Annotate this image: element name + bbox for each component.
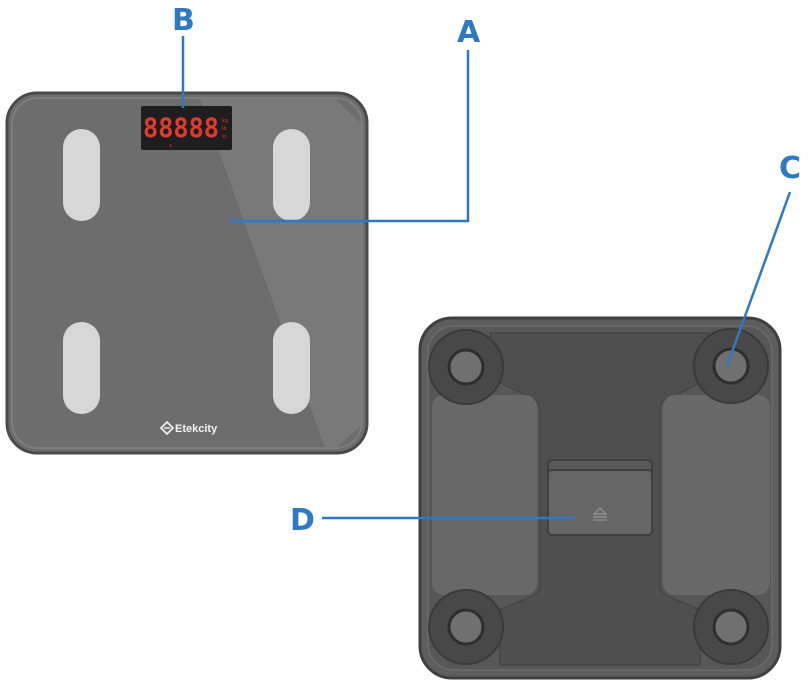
lcd-digits: 88888 (143, 113, 219, 144)
callout-b-letter: B (172, 3, 195, 38)
callout-a: A (230, 15, 481, 223)
callout-a-letter: A (457, 15, 481, 50)
battery-cover (547, 469, 653, 536)
scale-front: 88888 kg lb st x Etekcity (5, 91, 369, 455)
back-right-panel (663, 395, 770, 595)
foot-bottom-left (428, 589, 504, 665)
back-left-panel (432, 395, 537, 595)
callout-b: B (172, 3, 195, 108)
electrode-top-left (63, 129, 100, 221)
callout-a-leader (230, 50, 470, 223)
brand-logo: Etekcity (159, 420, 218, 436)
callout-c: C (725, 151, 801, 367)
brand-name: Etekcity (175, 423, 218, 435)
lcd-mark: x (169, 143, 172, 149)
battery-compartment (547, 459, 653, 536)
callout-d: D (290, 503, 575, 538)
lcd-unit-lb: lb (222, 126, 227, 132)
etekcity-logo-icon (159, 420, 175, 436)
lcd-unit-st: st (222, 134, 227, 140)
callout-c-letter: C (779, 151, 801, 186)
callout-d-letter: D (290, 503, 315, 538)
lcd-display: 88888 kg lb st x (141, 106, 232, 150)
callout-c-leader (725, 191, 792, 367)
foot-top-left (428, 329, 504, 405)
lcd-background (141, 106, 232, 150)
foot-bottom-right (693, 589, 769, 665)
electrode-bottom-right (273, 322, 310, 414)
foot-top-right (693, 328, 769, 404)
lcd-unit-kg: kg (222, 118, 228, 124)
electrode-bottom-left (63, 322, 100, 414)
scale-back (418, 316, 782, 680)
glass-reflection (200, 98, 362, 448)
electrode-top-right (273, 129, 310, 221)
battery-eject-icon (592, 507, 608, 521)
